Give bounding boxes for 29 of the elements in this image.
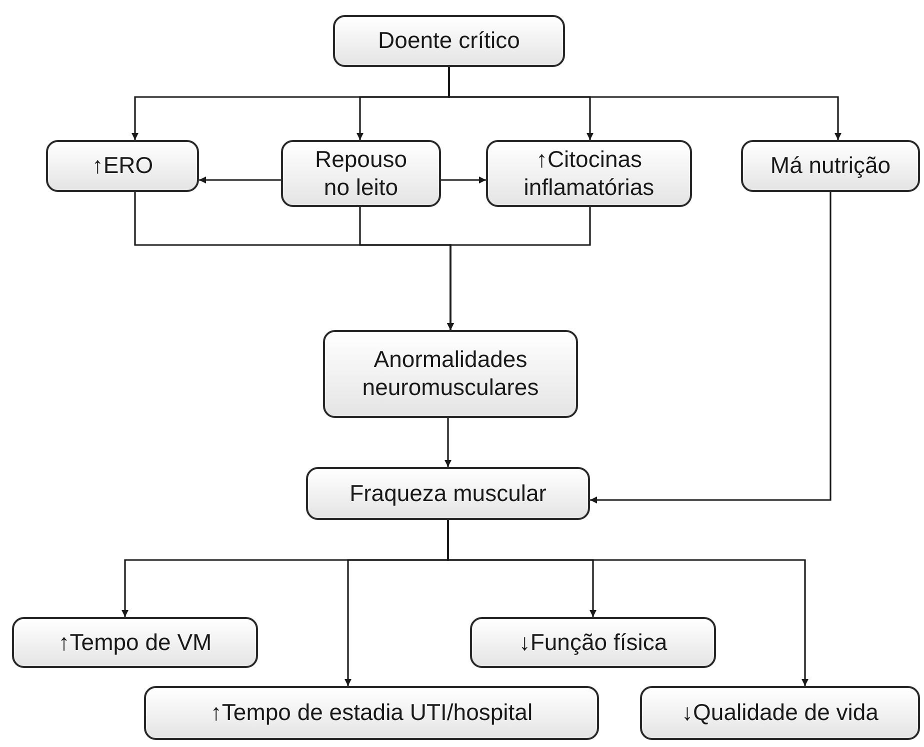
process-box xyxy=(640,686,920,740)
process-box xyxy=(741,140,920,192)
box-label: Má nutrição xyxy=(770,152,891,180)
box-label: Doente crítico xyxy=(378,27,520,55)
box-label: ↑Tempo de VM xyxy=(58,628,212,656)
box-label: Fraqueza muscular xyxy=(350,480,546,508)
process-box xyxy=(333,15,565,67)
arrow xyxy=(590,192,832,504)
arrow xyxy=(447,207,591,330)
process-box xyxy=(281,140,441,207)
process-box xyxy=(306,467,590,520)
box-label: ↓Qualidade de vida xyxy=(682,699,878,727)
arrow xyxy=(447,520,808,686)
box-label: ↓Função física xyxy=(518,628,668,656)
process-box xyxy=(144,686,599,740)
process-box xyxy=(12,617,258,668)
process-box xyxy=(470,617,716,668)
box-label: ↑ERO xyxy=(92,152,154,180)
box-label: ↑Tempo de estadia UTI/hospital xyxy=(210,699,533,727)
process-box xyxy=(323,330,578,418)
arrow xyxy=(199,176,281,184)
arrow xyxy=(441,176,486,184)
box-label: Repouso no leito xyxy=(314,146,408,202)
process-box xyxy=(486,140,692,207)
process-box xyxy=(46,140,199,192)
box-label: Anormalidades neuromusculares xyxy=(361,346,540,402)
box-label: ↑Citocinas inflamatórias xyxy=(522,146,656,202)
arrow xyxy=(444,418,452,467)
arrow xyxy=(448,67,842,140)
